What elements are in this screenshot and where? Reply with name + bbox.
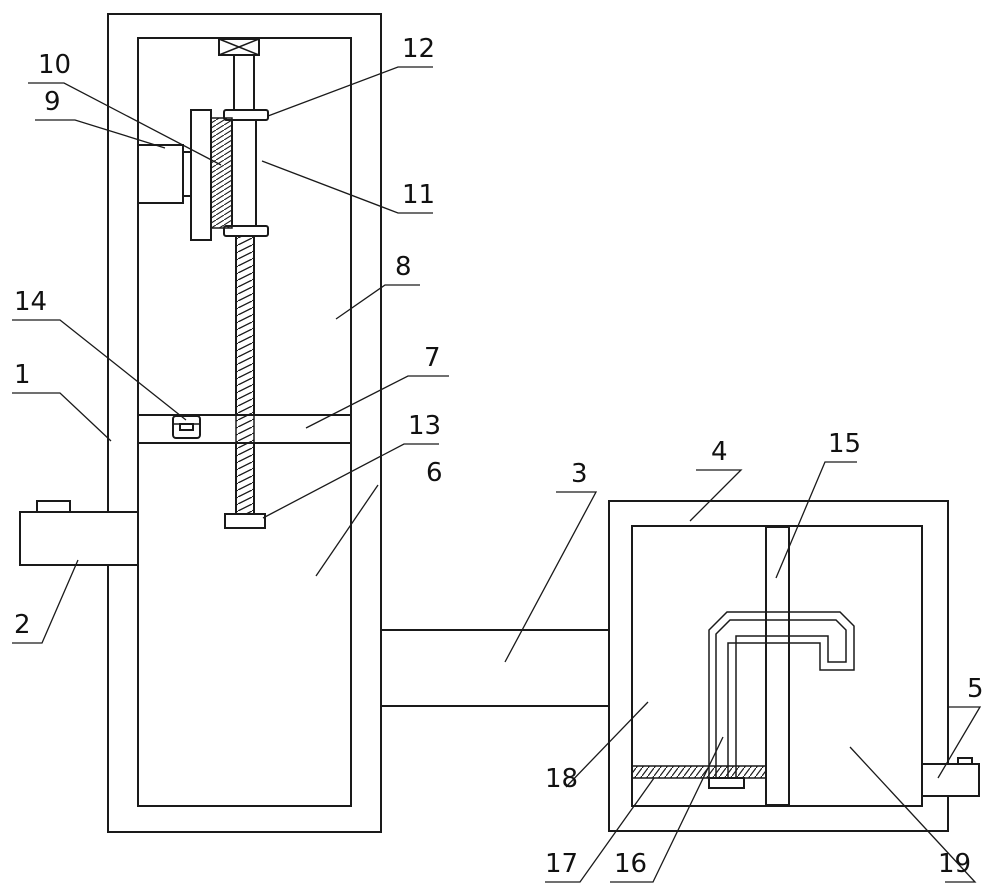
label-19: 19 [938,849,971,879]
leader-lines [12,66,982,883]
label-11: 11 [402,180,435,210]
hatched-bar-17 [631,765,767,779]
vertical-plate-15 [765,526,790,806]
label-2: 2 [14,610,31,640]
rack-10 [190,109,233,241]
label-6: 6 [426,458,443,488]
label-13: 13 [408,411,441,441]
upper-shaft [233,54,255,111]
connecting-pipe-3 [381,629,609,707]
label-15: 15 [828,429,861,459]
right-box-outer [608,500,949,832]
top-bearing [218,38,260,56]
bottom-bearing-13 [224,513,266,529]
guide-block-11 [223,109,269,237]
hook-16 [708,611,855,789]
outlet-5 [921,757,980,797]
label-4: 4 [711,437,728,467]
screw-through-bar [235,414,255,444]
label-12: 12 [402,34,435,64]
label-14: 14 [14,287,47,317]
label-18: 18 [545,764,578,794]
label-8: 8 [395,252,412,282]
main-housing-outer [107,13,382,833]
label-16: 16 [614,849,647,879]
label-9: 9 [44,87,61,117]
label-1: 1 [14,360,31,390]
motor-9 [137,144,192,204]
label-17: 17 [545,849,578,879]
lead-screw [235,235,255,515]
label-3: 3 [571,459,588,489]
label-7: 7 [424,343,441,373]
block-14 [172,415,201,439]
side-unit-2 [19,500,139,566]
label-5: 5 [967,674,984,704]
label-10: 10 [38,50,71,80]
